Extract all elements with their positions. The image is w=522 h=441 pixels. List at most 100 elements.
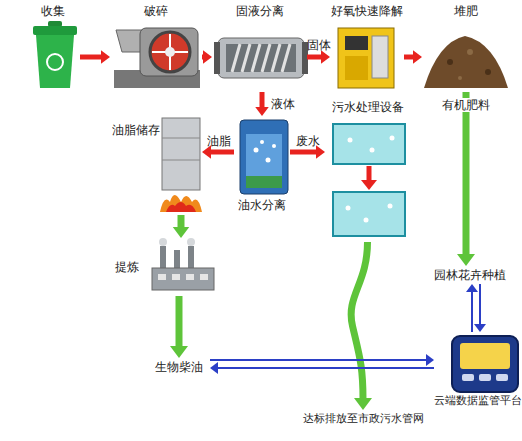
- bubble: [260, 140, 264, 144]
- arrow-head: [321, 50, 330, 64]
- heating-flame: [160, 195, 202, 212]
- arrow-head: [457, 254, 475, 266]
- edge-label: 有机肥料: [436, 98, 496, 112]
- arrow-head: [210, 362, 218, 374]
- process-node: 达标排放至市政污水管网: [296, 410, 430, 428]
- sewage-pools: [333, 124, 405, 236]
- device-screen: [460, 343, 510, 369]
- process-node: 园林花卉种植: [428, 266, 512, 284]
- process-node: 堆肥: [422, 4, 510, 92]
- pool: [333, 192, 405, 236]
- tank-band: [162, 160, 200, 161]
- flow-connector: [457, 92, 475, 266]
- device-button: [479, 374, 491, 381]
- refinery-factory: [152, 238, 214, 290]
- node-label: 云端数据监管平台: [434, 394, 522, 408]
- soil-grain: [467, 49, 473, 55]
- node-label: 提炼: [110, 260, 144, 274]
- node-label: 园林花卉种植: [428, 268, 512, 282]
- separator-body: [218, 38, 304, 78]
- connector-line: [176, 296, 183, 347]
- arrow-head: [361, 180, 377, 190]
- arrow-head: [413, 50, 422, 64]
- connector-line: [210, 359, 427, 361]
- connector-line: [479, 284, 481, 325]
- edge-label: 油脂: [205, 134, 233, 148]
- smoke: [159, 238, 167, 246]
- oil-storage-tank: [160, 118, 202, 212]
- process-node: 固液分离: [212, 4, 307, 92]
- node-label: 达标排放至市政污水管网: [296, 412, 430, 426]
- node-label: 油脂储存: [110, 123, 162, 137]
- wheel-hub: [165, 47, 175, 57]
- screw-separator: [214, 38, 308, 78]
- flow-connector: [255, 92, 269, 116]
- heating-flame: [166, 202, 196, 212]
- soil-grain: [447, 59, 453, 65]
- flow-connector: [307, 50, 330, 64]
- node-label: 好氧快速降解: [330, 4, 404, 18]
- arrow-head: [173, 227, 190, 238]
- node-label: 固液分离: [212, 4, 307, 18]
- device-button: [496, 374, 508, 381]
- bubble: [348, 138, 353, 143]
- arrow-head: [170, 346, 188, 358]
- tank-water: [246, 134, 282, 188]
- connector-line: [217, 367, 434, 369]
- soil-grain: [458, 76, 462, 80]
- bubble: [390, 136, 395, 141]
- arrow-head: [203, 50, 212, 64]
- window: [200, 274, 208, 280]
- arrow-head: [426, 354, 434, 366]
- chimney: [174, 250, 180, 270]
- storage-shell: [162, 118, 200, 190]
- edge-label: 废水: [294, 134, 322, 148]
- window: [186, 274, 194, 280]
- node-label: 破碎: [110, 4, 202, 18]
- bin-icon: [33, 21, 77, 88]
- connector-line: [404, 55, 414, 60]
- arrow-head: [255, 107, 269, 116]
- window: [158, 274, 166, 280]
- node-label: 油水分离: [222, 198, 302, 212]
- smoke: [187, 238, 195, 246]
- process-node: 油水分离: [234, 116, 290, 214]
- flow-connector: [80, 50, 110, 64]
- process-node: 好氧快速降解: [330, 4, 404, 92]
- oil-water-tank: [240, 120, 288, 194]
- arrow-head: [354, 398, 372, 410]
- connector-line: [202, 55, 204, 60]
- tank-sludge: [246, 176, 282, 188]
- process-node: 破碎: [110, 4, 202, 92]
- process-node: 污水处理设备: [325, 98, 410, 242]
- soil-mound: [424, 36, 508, 88]
- window: [172, 274, 180, 280]
- chimney: [160, 246, 166, 270]
- device-button: [462, 374, 474, 381]
- machine-panel: [372, 36, 388, 78]
- node-label: 收集: [25, 4, 80, 18]
- machine-body: [338, 28, 394, 88]
- connector-line: [471, 291, 473, 332]
- housing: [140, 28, 198, 76]
- separator-end: [214, 42, 220, 74]
- bubble: [346, 206, 351, 211]
- connector-line: [307, 55, 322, 60]
- screw-helix: [232, 44, 290, 72]
- connector-line: [463, 92, 470, 255]
- compost-pile: [424, 36, 508, 88]
- recycle-mark: [47, 54, 63, 70]
- machine-door: [345, 56, 368, 80]
- process-node: 云端数据监管平台: [434, 332, 522, 410]
- machine-screen: [345, 36, 368, 50]
- node-label: 堆肥: [422, 4, 510, 18]
- pool: [333, 124, 405, 164]
- arrow-head: [474, 324, 486, 332]
- connector-line: [351, 242, 367, 399]
- flow-connector: [202, 50, 212, 64]
- bubble: [272, 144, 276, 148]
